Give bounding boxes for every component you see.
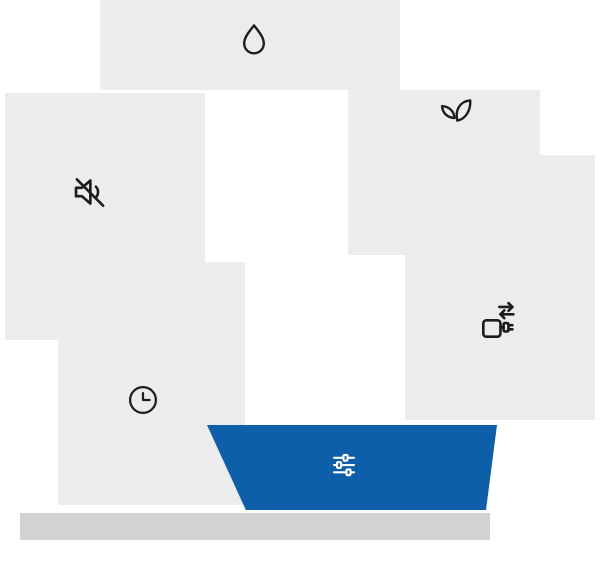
tile-power-source[interactable] (405, 155, 595, 420)
water-drop-icon (242, 24, 266, 55)
settings-accent-button[interactable] (207, 425, 497, 510)
speaker-mute-icon (74, 178, 105, 207)
tile-water[interactable] (100, 0, 400, 90)
footer-bar (20, 513, 490, 540)
clock-icon (128, 385, 158, 415)
leaf-icon (440, 99, 472, 122)
sliders-icon (332, 453, 356, 477)
plug-swap-icon (481, 301, 515, 339)
tile-timer[interactable] (58, 262, 245, 505)
